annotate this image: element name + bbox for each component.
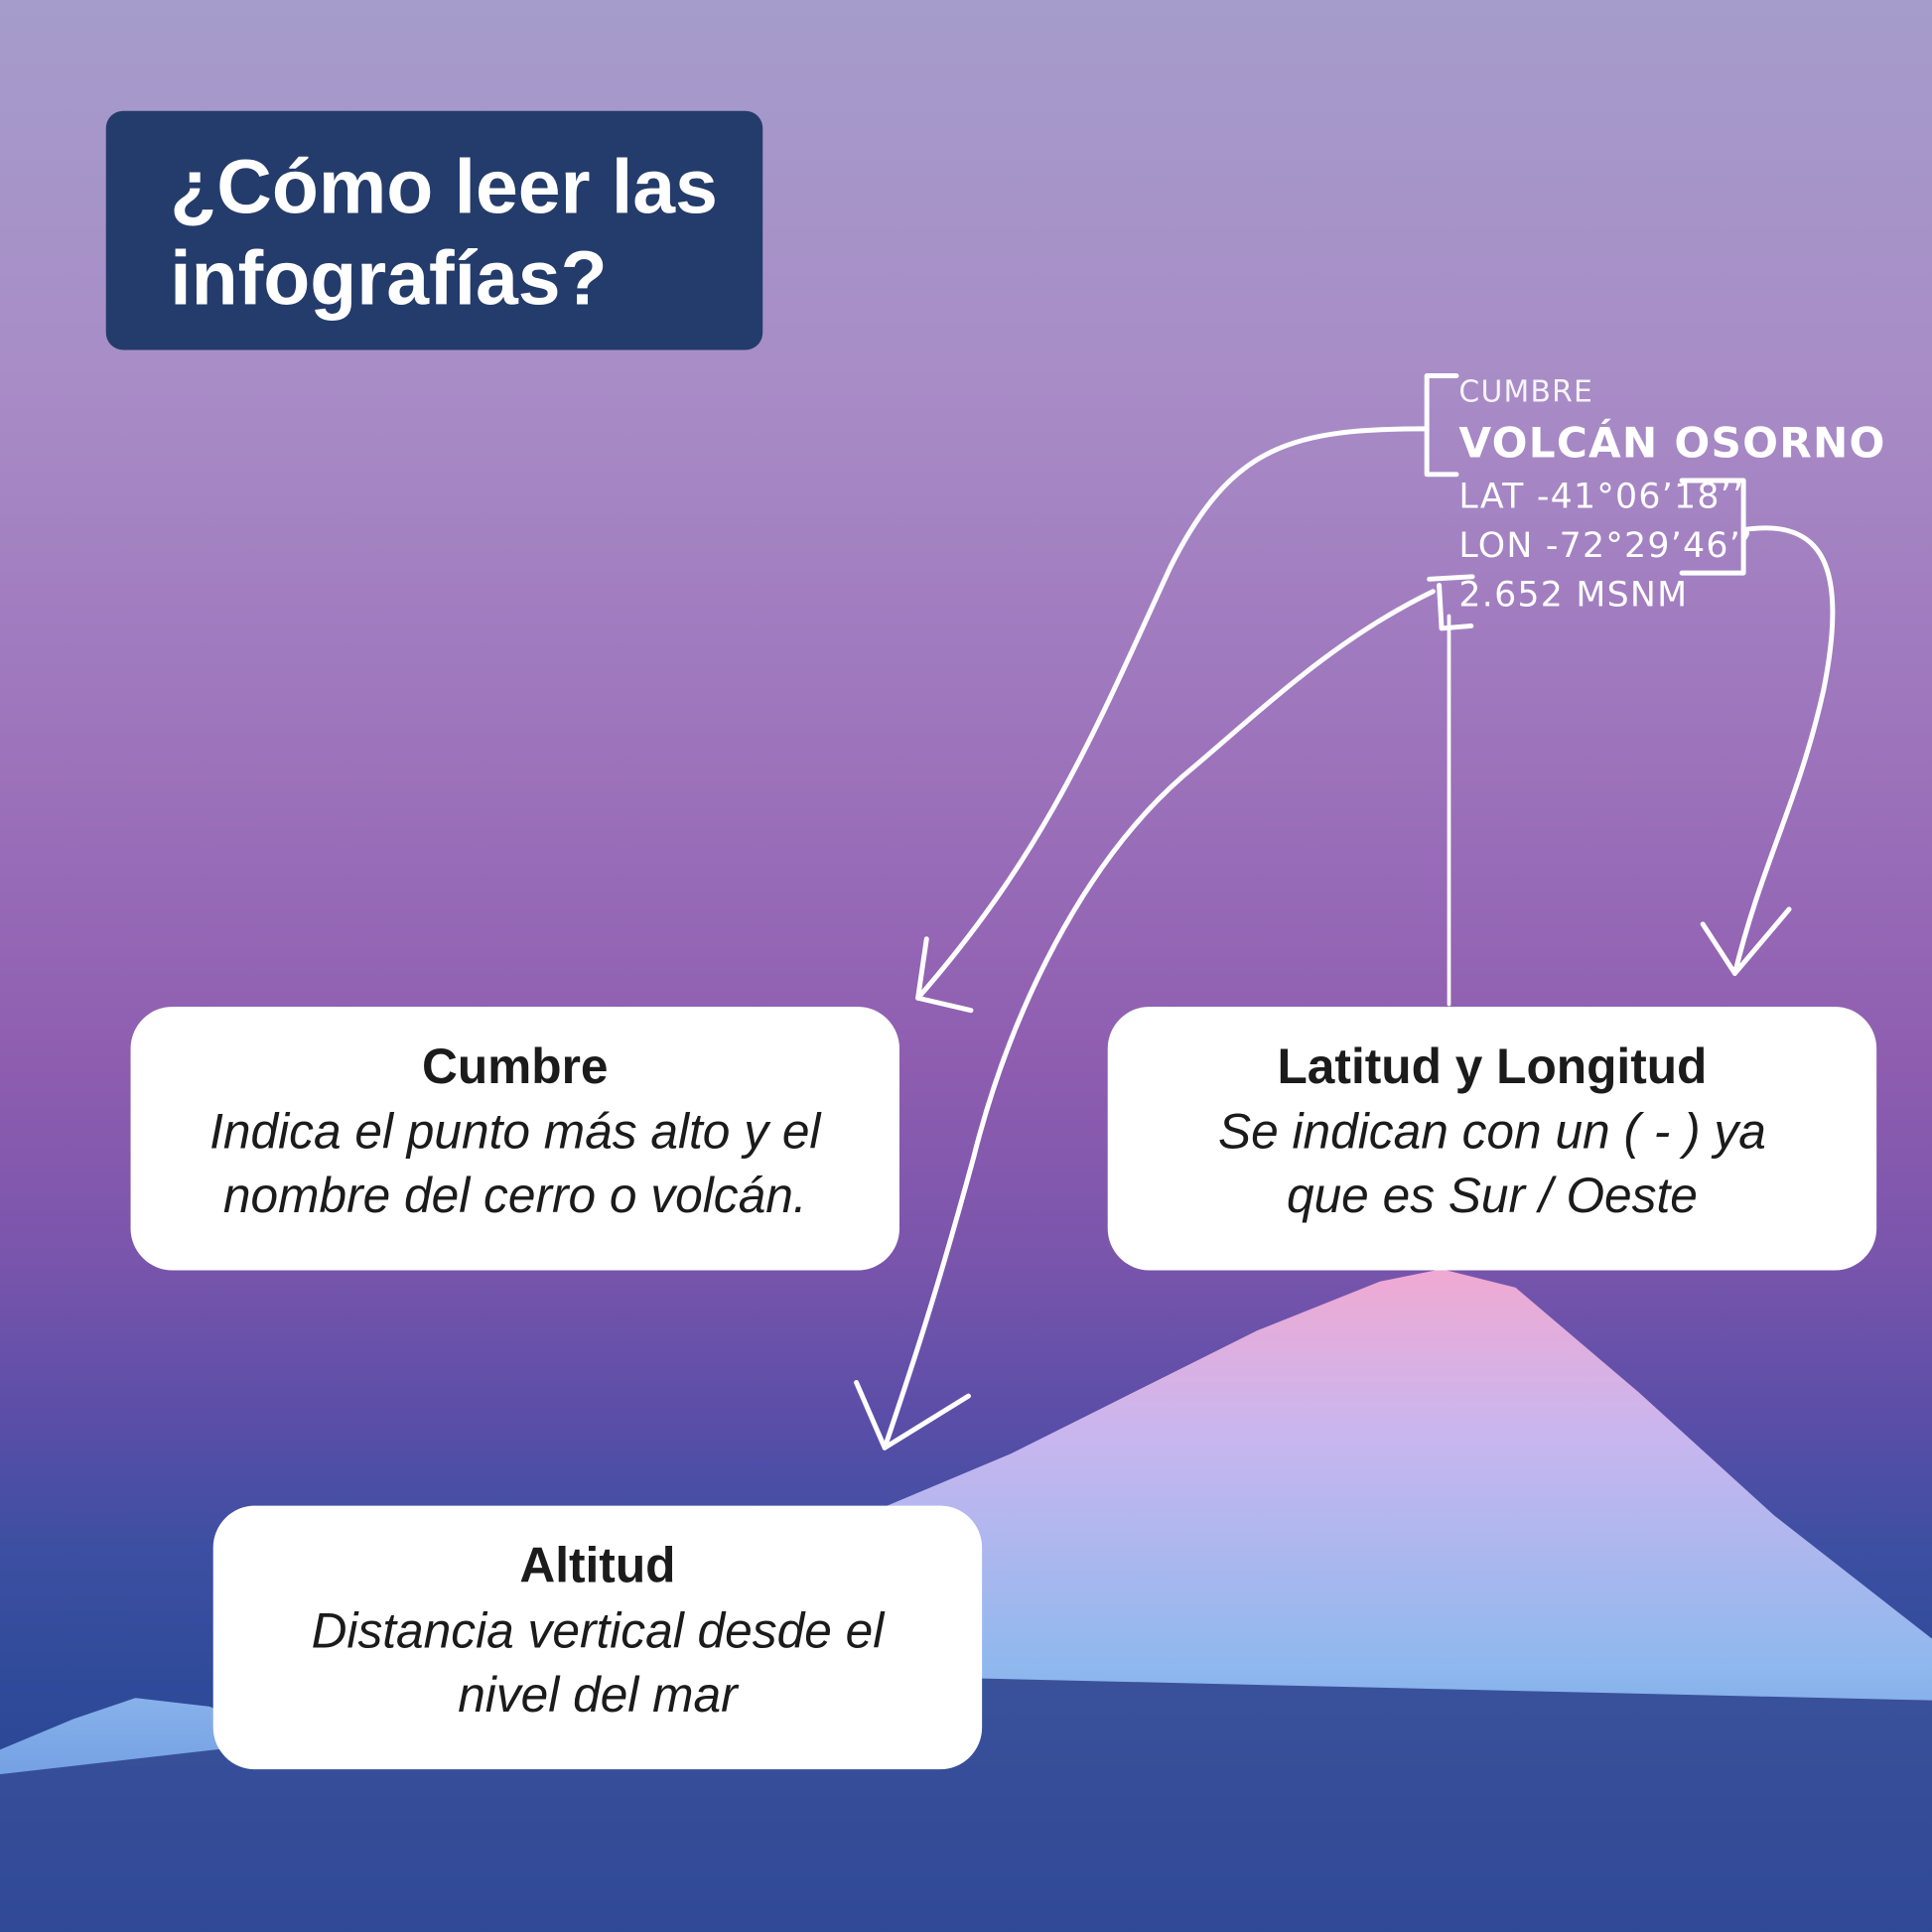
label-name: VOLCÁN OSORNO — [1458, 418, 1886, 469]
title-banner: ¿Cómo leer las infografías? — [105, 110, 763, 350]
card-heading: Altitud — [519, 1539, 676, 1593]
connector-arrows — [854, 373, 1836, 1450]
card-cumbre: Cumbre Indica el punto más alto y el nom… — [130, 1006, 899, 1271]
card-heading: Cumbre — [421, 1039, 609, 1095]
card-text: Indica el punto más alto y el nombre del… — [209, 1105, 821, 1224]
page-title: ¿Cómo leer las infografías? — [170, 145, 718, 322]
card-text: Se indican con un ( - ) ya que es Sur / … — [1217, 1105, 1766, 1224]
label-lat: LAT -41°06’18’’ — [1458, 476, 1745, 517]
card-text: Distancia vertical desde el nivel del ma… — [311, 1603, 885, 1724]
label-lon: LON -72°29’46’’ — [1458, 524, 1754, 566]
card-lat-lon: Latitud y Longitud Se indican con un ( -… — [1107, 1006, 1877, 1271]
label-altitude: 2.652 MSNM — [1458, 574, 1689, 616]
label-category: CUMBRE — [1458, 374, 1594, 410]
card-heading: Latitud y Longitud — [1277, 1039, 1708, 1095]
card-altitud: Altitud Distancia vertical desde el nive… — [212, 1505, 983, 1770]
